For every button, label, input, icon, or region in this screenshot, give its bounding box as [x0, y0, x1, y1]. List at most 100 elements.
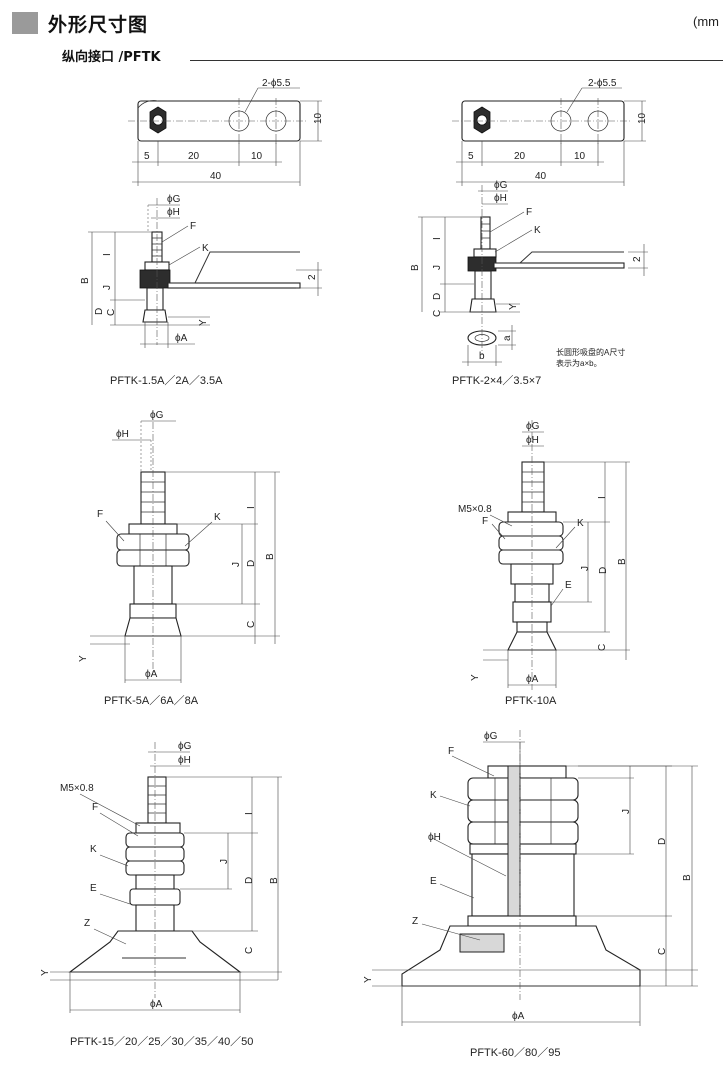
drawing-pftk-1-5a: 2-ϕ5.5 5 20 10 40 10 ϕG ϕH F	[80, 78, 324, 387]
svg-text:B: B	[265, 553, 276, 560]
caption-pftk-15: PFTK-15／20／25／30／35／40／50	[70, 1035, 253, 1048]
svg-text:F: F	[97, 509, 103, 520]
svg-text:E: E	[90, 883, 97, 894]
svg-text:Z: Z	[412, 916, 418, 927]
svg-text:D: D	[432, 293, 443, 300]
svg-text:C: C	[244, 947, 255, 954]
svg-text:I: I	[244, 812, 255, 815]
svg-text:B: B	[682, 874, 693, 881]
svg-text:20: 20	[514, 151, 526, 162]
drawing-pftk-5a: ϕG ϕH F K I J D B C Y ϕA	[78, 410, 280, 707]
svg-text:M5×0.8: M5×0.8	[60, 783, 94, 794]
holes-label: 2-ϕ5.5	[262, 78, 291, 89]
svg-text:Y: Y	[40, 969, 51, 976]
svg-text:ϕH: ϕH	[116, 429, 129, 440]
svg-text:C: C	[657, 948, 668, 955]
label-F: F	[190, 221, 196, 232]
dim-2: 2	[307, 274, 318, 280]
caption-pftk-60: PFTK-60／80／95	[470, 1046, 560, 1059]
svg-text:Z: Z	[84, 918, 90, 929]
oval-note-line1: 长圆形吸盘的A尺寸	[556, 347, 625, 357]
svg-text:J: J	[219, 859, 230, 864]
svg-text:D: D	[244, 877, 255, 884]
svg-text:ϕA: ϕA	[526, 674, 539, 685]
svg-text:E: E	[565, 580, 572, 591]
caption-pftk-10a: PFTK-10A	[505, 695, 557, 707]
svg-text:Y: Y	[363, 976, 374, 983]
svg-text:ϕG: ϕG	[484, 731, 498, 742]
svg-text:10: 10	[574, 151, 586, 162]
svg-text:ϕG: ϕG	[494, 180, 508, 191]
svg-text:F: F	[92, 802, 98, 813]
svg-text:K: K	[90, 844, 97, 855]
dim-20: 20	[188, 151, 200, 162]
label-I: I	[102, 253, 113, 256]
label-D: D	[94, 308, 105, 315]
svg-text:C: C	[246, 621, 257, 628]
svg-text:B: B	[617, 558, 628, 565]
suction-pad-6	[401, 925, 641, 987]
bracket-side	[167, 282, 301, 289]
svg-text:5: 5	[468, 151, 474, 162]
svg-text:K: K	[534, 225, 541, 236]
oval-note-line2: 表示为a×b。	[556, 358, 602, 368]
svg-text:ϕH: ϕH	[178, 755, 191, 766]
svg-text:ϕG: ϕG	[150, 410, 164, 421]
svg-text:C: C	[597, 644, 608, 651]
svg-text:ϕA: ϕA	[145, 669, 158, 680]
svg-text:ϕH: ϕH	[428, 832, 441, 843]
label-B: B	[80, 277, 91, 284]
svg-text:E: E	[430, 876, 437, 887]
dim-10: 10	[251, 151, 263, 162]
unit-label: (mm	[693, 14, 719, 29]
svg-text:ϕG: ϕG	[526, 421, 540, 432]
drawing-pftk-10a: ϕG ϕH M5×0.8 F K E B I J D C	[458, 420, 630, 707]
suction-pad-small	[142, 309, 168, 323]
label-K: K	[202, 243, 209, 254]
drawing-pftk-60: ϕG F K ϕH E Z B D J C	[363, 730, 698, 1059]
svg-text:J: J	[580, 566, 591, 571]
header-accent-bar	[12, 12, 38, 34]
svg-text:B: B	[269, 877, 280, 884]
svg-text:10: 10	[637, 112, 648, 124]
label-Y: Y	[198, 319, 209, 326]
phiG-label: ϕG	[167, 194, 181, 205]
hex-nut-side	[139, 269, 171, 289]
caption-pftk-1-5a: PFTK-1.5A／2A／3.5A	[110, 374, 223, 387]
svg-text:I: I	[597, 496, 608, 499]
label-J: J	[102, 285, 113, 290]
caption-pftk-5a: PFTK-5A／6A／8A	[104, 694, 199, 707]
svg-text:ϕH: ϕH	[494, 193, 507, 204]
section-divider	[190, 60, 723, 61]
svg-text:D: D	[657, 838, 668, 845]
svg-text:Y: Y	[508, 303, 519, 310]
label-a: a	[502, 335, 513, 341]
svg-text:K: K	[577, 518, 584, 529]
svg-text:K: K	[430, 790, 437, 801]
svg-text:Y: Y	[470, 674, 481, 681]
holes-label-2: 2-ϕ5.5	[588, 78, 617, 89]
svg-text:B: B	[410, 264, 421, 271]
dim-40: 40	[210, 171, 222, 182]
dim-5: 5	[144, 151, 150, 162]
svg-text:ϕA: ϕA	[512, 1011, 525, 1022]
svg-text:J: J	[621, 809, 632, 814]
drawing-pftk-15: ϕG ϕH M5×0.8 F K E Z B I J D C	[40, 741, 282, 1048]
svg-text:Y: Y	[78, 655, 89, 662]
svg-text:2: 2	[632, 256, 643, 262]
phiH-label: ϕH	[167, 207, 180, 218]
svg-text:ϕA: ϕA	[150, 999, 163, 1010]
hex-nut-upper-6	[467, 777, 579, 801]
label-b: b	[479, 351, 485, 362]
drawing-pftk-2x4: 2-ϕ5.5 5 20 10 40 10 ϕG ϕH F K	[410, 78, 648, 387]
phiA-label: ϕA	[175, 333, 188, 344]
svg-text:J: J	[432, 265, 443, 270]
svg-text:F: F	[482, 516, 488, 527]
svg-text:J: J	[231, 562, 242, 567]
caption-pftk-2x4: PFTK-2×4／3.5×7	[452, 374, 541, 387]
svg-text:I: I	[432, 237, 443, 240]
svg-text:ϕG: ϕG	[178, 741, 192, 752]
label-C: C	[106, 309, 117, 316]
page-title: 外形尺寸图	[48, 14, 149, 36]
